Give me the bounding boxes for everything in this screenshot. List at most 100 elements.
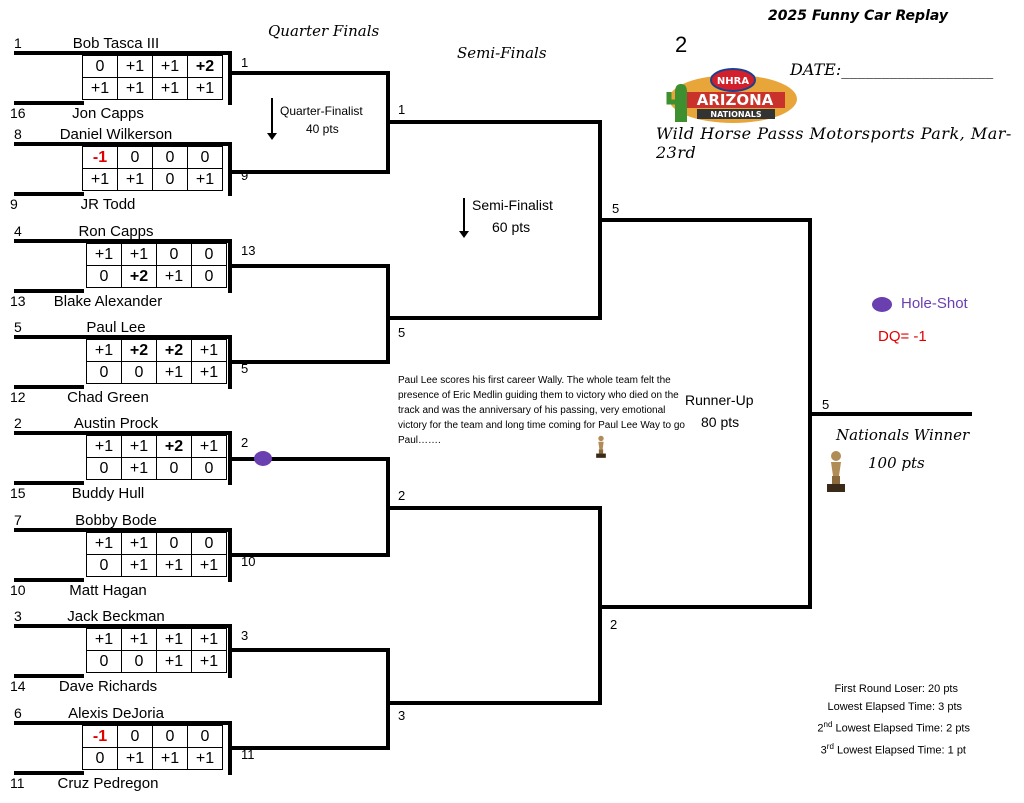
- score-cell[interactable]: 0: [86, 554, 122, 577]
- score-cell[interactable]: +1: [117, 77, 153, 100]
- score-cell[interactable]: +1: [191, 339, 227, 362]
- round1-winner-number: 11: [241, 747, 255, 762]
- score-cell[interactable]: +1: [121, 532, 157, 555]
- winner-label: Nationals Winner: [836, 426, 970, 444]
- score-cell[interactable]: +1: [86, 339, 122, 362]
- score-cell[interactable]: +1: [86, 628, 122, 651]
- score-row: 0+1+1+1: [82, 747, 223, 770]
- score-cell[interactable]: +1: [191, 628, 227, 651]
- score-cell[interactable]: +1: [187, 168, 223, 191]
- score-cell[interactable]: +1: [156, 361, 192, 384]
- score-cell[interactable]: +1: [86, 435, 122, 458]
- top-seed: 6: [14, 705, 22, 721]
- scoring-rules: First Round Loser: 20 pts Lowest Elapsed…: [780, 680, 970, 759]
- score-cell[interactable]: +1: [121, 243, 157, 266]
- score-cell[interactable]: 0: [191, 457, 227, 480]
- score-cell[interactable]: 0: [152, 168, 188, 191]
- score-cell[interactable]: 0: [86, 457, 122, 480]
- score-cell[interactable]: 0: [86, 361, 122, 384]
- score-cell[interactable]: +1: [121, 554, 157, 577]
- round1-winner-number: 1: [241, 55, 249, 70]
- score-cell[interactable]: +1: [86, 243, 122, 266]
- score-cell[interactable]: +2: [156, 339, 192, 362]
- score-cell[interactable]: 0: [191, 265, 227, 288]
- score-cell[interactable]: 0: [117, 146, 153, 169]
- score-cell[interactable]: +1: [187, 77, 223, 100]
- score-cell[interactable]: +1: [82, 77, 118, 100]
- score-cell[interactable]: 0: [156, 243, 192, 266]
- score-cell[interactable]: +2: [121, 339, 157, 362]
- score-cell[interactable]: +1: [152, 747, 188, 770]
- round1-winner-number: 13: [241, 243, 256, 258]
- score-cell[interactable]: +1: [117, 55, 153, 78]
- arizona-nationals-logo: NHRA ARIZONA NATIONALS: [665, 66, 800, 126]
- score-cell[interactable]: 0: [86, 265, 122, 288]
- score-cell[interactable]: 0: [187, 146, 223, 169]
- score-cell[interactable]: 0: [191, 243, 227, 266]
- top-driver-name: Bob Tasca III: [72, 35, 160, 52]
- score-cell[interactable]: +1: [152, 77, 188, 100]
- round1-winner-number: 3: [241, 628, 249, 643]
- score-cell[interactable]: +1: [117, 747, 153, 770]
- bottom-lane-line: [14, 101, 84, 105]
- bracket-number: 2: [675, 32, 688, 57]
- bracket-title: 2025 Funny Car Replay: [768, 8, 949, 24]
- score-cell[interactable]: 0: [152, 725, 188, 748]
- score-cell[interactable]: +1: [117, 168, 153, 191]
- score-cell[interactable]: +1: [156, 628, 192, 651]
- bottom-driver-name: Matt Hagan: [69, 582, 147, 599]
- score-cell[interactable]: +1: [187, 747, 223, 770]
- score-cell[interactable]: 0: [121, 650, 157, 673]
- score-cell[interactable]: +2: [121, 265, 157, 288]
- bottom-lane-line: [14, 674, 84, 678]
- score-cell[interactable]: +1: [191, 554, 227, 577]
- date-field[interactable]: DATE:___________________: [790, 60, 994, 79]
- top-lane-line: [14, 142, 232, 146]
- sf-award-points: 60 pts: [492, 219, 531, 235]
- top-seed: 1: [14, 35, 22, 51]
- down-arrow-icon: [267, 98, 277, 140]
- score-cell[interactable]: +1: [152, 55, 188, 78]
- lane-divider: [228, 142, 232, 196]
- score-cell[interactable]: 0: [121, 361, 157, 384]
- score-cell[interactable]: 0: [152, 146, 188, 169]
- score-cell[interactable]: +1: [191, 650, 227, 673]
- score-cell[interactable]: +1: [121, 435, 157, 458]
- score-cell[interactable]: +1: [121, 628, 157, 651]
- score-cell[interactable]: +1: [121, 457, 157, 480]
- logo-nationals-text: NATIONALS: [710, 110, 761, 119]
- score-cell[interactable]: -1: [82, 146, 118, 169]
- round1-winner-number: 9: [241, 168, 249, 183]
- top-lane-line: [14, 528, 232, 532]
- score-cell[interactable]: 0: [82, 55, 118, 78]
- bottom-seed: 10: [10, 582, 26, 598]
- score-cell[interactable]: +2: [156, 435, 192, 458]
- score-cell[interactable]: 0: [191, 532, 227, 555]
- score-cell[interactable]: +1: [156, 650, 192, 673]
- score-cell[interactable]: +1: [156, 265, 192, 288]
- qf-winner-number: 2: [398, 488, 406, 503]
- scoring-line: 3rd Lowest Elapsed Time: 1 pt: [820, 741, 966, 757]
- score-cell[interactable]: 0: [187, 725, 223, 748]
- dq-legend-label: DQ= -1: [878, 328, 927, 345]
- scoring-line: 2nd Lowest Elapsed Time: 2 pts: [817, 720, 970, 735]
- score-cell[interactable]: 0: [156, 532, 192, 555]
- score-cell[interactable]: +1: [86, 532, 122, 555]
- score-cell[interactable]: 0: [86, 650, 122, 673]
- score-cell[interactable]: +1: [191, 435, 227, 458]
- bottom-seed: 11: [10, 775, 25, 791]
- score-cell[interactable]: 0: [117, 725, 153, 748]
- score-row: +1+1+1+1: [86, 628, 227, 651]
- score-cell[interactable]: +1: [156, 554, 192, 577]
- score-cell[interactable]: +1: [191, 361, 227, 384]
- score-cell[interactable]: +2: [187, 55, 223, 78]
- score-cell[interactable]: -1: [82, 725, 118, 748]
- bottom-lane-line: [14, 578, 84, 582]
- score-cell[interactable]: 0: [156, 457, 192, 480]
- score-cell[interactable]: +1: [82, 168, 118, 191]
- score-cell[interactable]: 0: [82, 747, 118, 770]
